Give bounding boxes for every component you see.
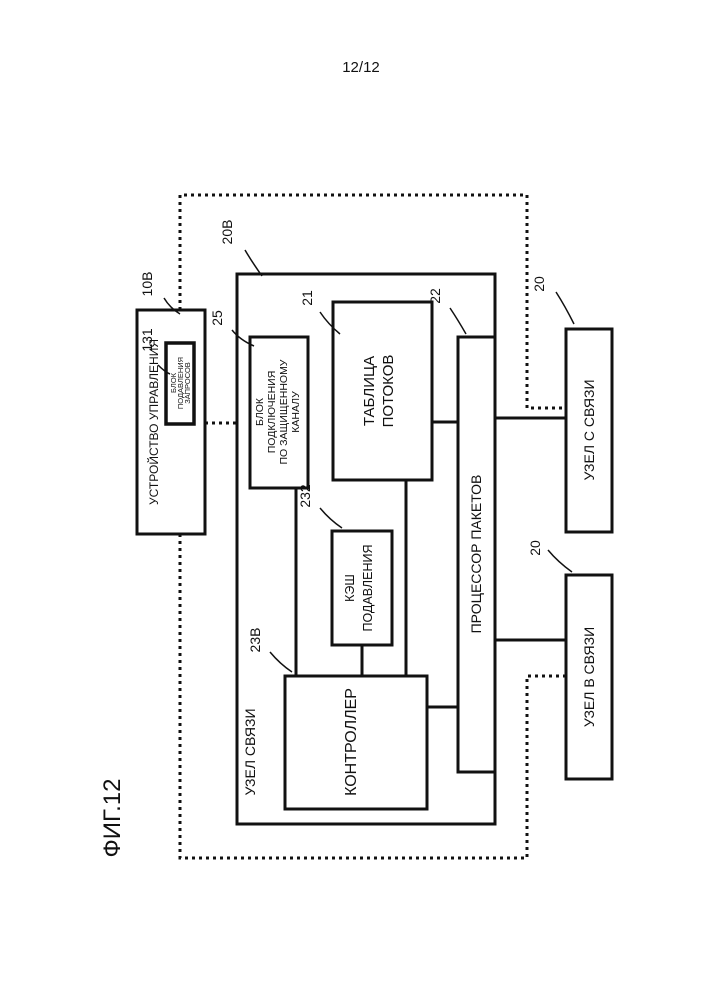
ref-20b: 20B xyxy=(219,220,235,245)
secure-channel-label-4: КАНАЛУ xyxy=(290,391,302,433)
ref-10b: 10B xyxy=(139,272,155,297)
secure-channel-label-2: ПОДКЛЮЧЕНИЯ xyxy=(266,371,278,454)
ref-131: 131 xyxy=(139,328,155,352)
ref-23b: 23B xyxy=(247,628,263,653)
leader-20b xyxy=(245,250,262,276)
control-device-label: УСТРОЙСТВО УПРАВЛЕНИЯ xyxy=(146,339,161,505)
packet-processor-label: ПРОЦЕССОР ПАКЕТОВ xyxy=(468,475,484,634)
node-c-label: УЗЕЛ С СВЯЗИ xyxy=(581,379,597,480)
suppression-cache-label-1: КЭШ xyxy=(343,574,357,602)
ref-20-node-c: 20 xyxy=(531,276,547,292)
secure-channel-label-1: БЛОК xyxy=(254,397,266,426)
leader-20-b xyxy=(548,550,572,572)
leader-20-c xyxy=(556,292,574,324)
ref-22: 22 xyxy=(427,288,443,304)
suppress-request-label-3: ЗАПРОСОВ xyxy=(183,362,192,404)
node-b-label: УЗЕЛ В СВЯЗИ xyxy=(581,627,597,727)
controller-label: КОНТРОЛЛЕР xyxy=(343,688,360,796)
page-number: 12/12 xyxy=(342,59,380,76)
ref-21: 21 xyxy=(299,290,315,306)
communication-node-label: УЗЕЛ СВЯЗИ xyxy=(242,708,258,795)
flow-table-label-1: ТАБЛИЦА xyxy=(361,356,378,426)
flow-table-label-2: ПОТОКОВ xyxy=(380,355,397,428)
ref-232: 232 xyxy=(297,484,313,508)
figure-label: ФИГ.12 xyxy=(99,779,126,858)
ref-25: 25 xyxy=(209,310,225,326)
ref-20-node-b: 20 xyxy=(527,540,543,556)
secure-channel-label-3: ПО ЗАЩИЩЕННОМУ xyxy=(278,359,290,464)
suppression-cache-label-2: ПОДАВЛЕНИЯ xyxy=(361,544,375,631)
